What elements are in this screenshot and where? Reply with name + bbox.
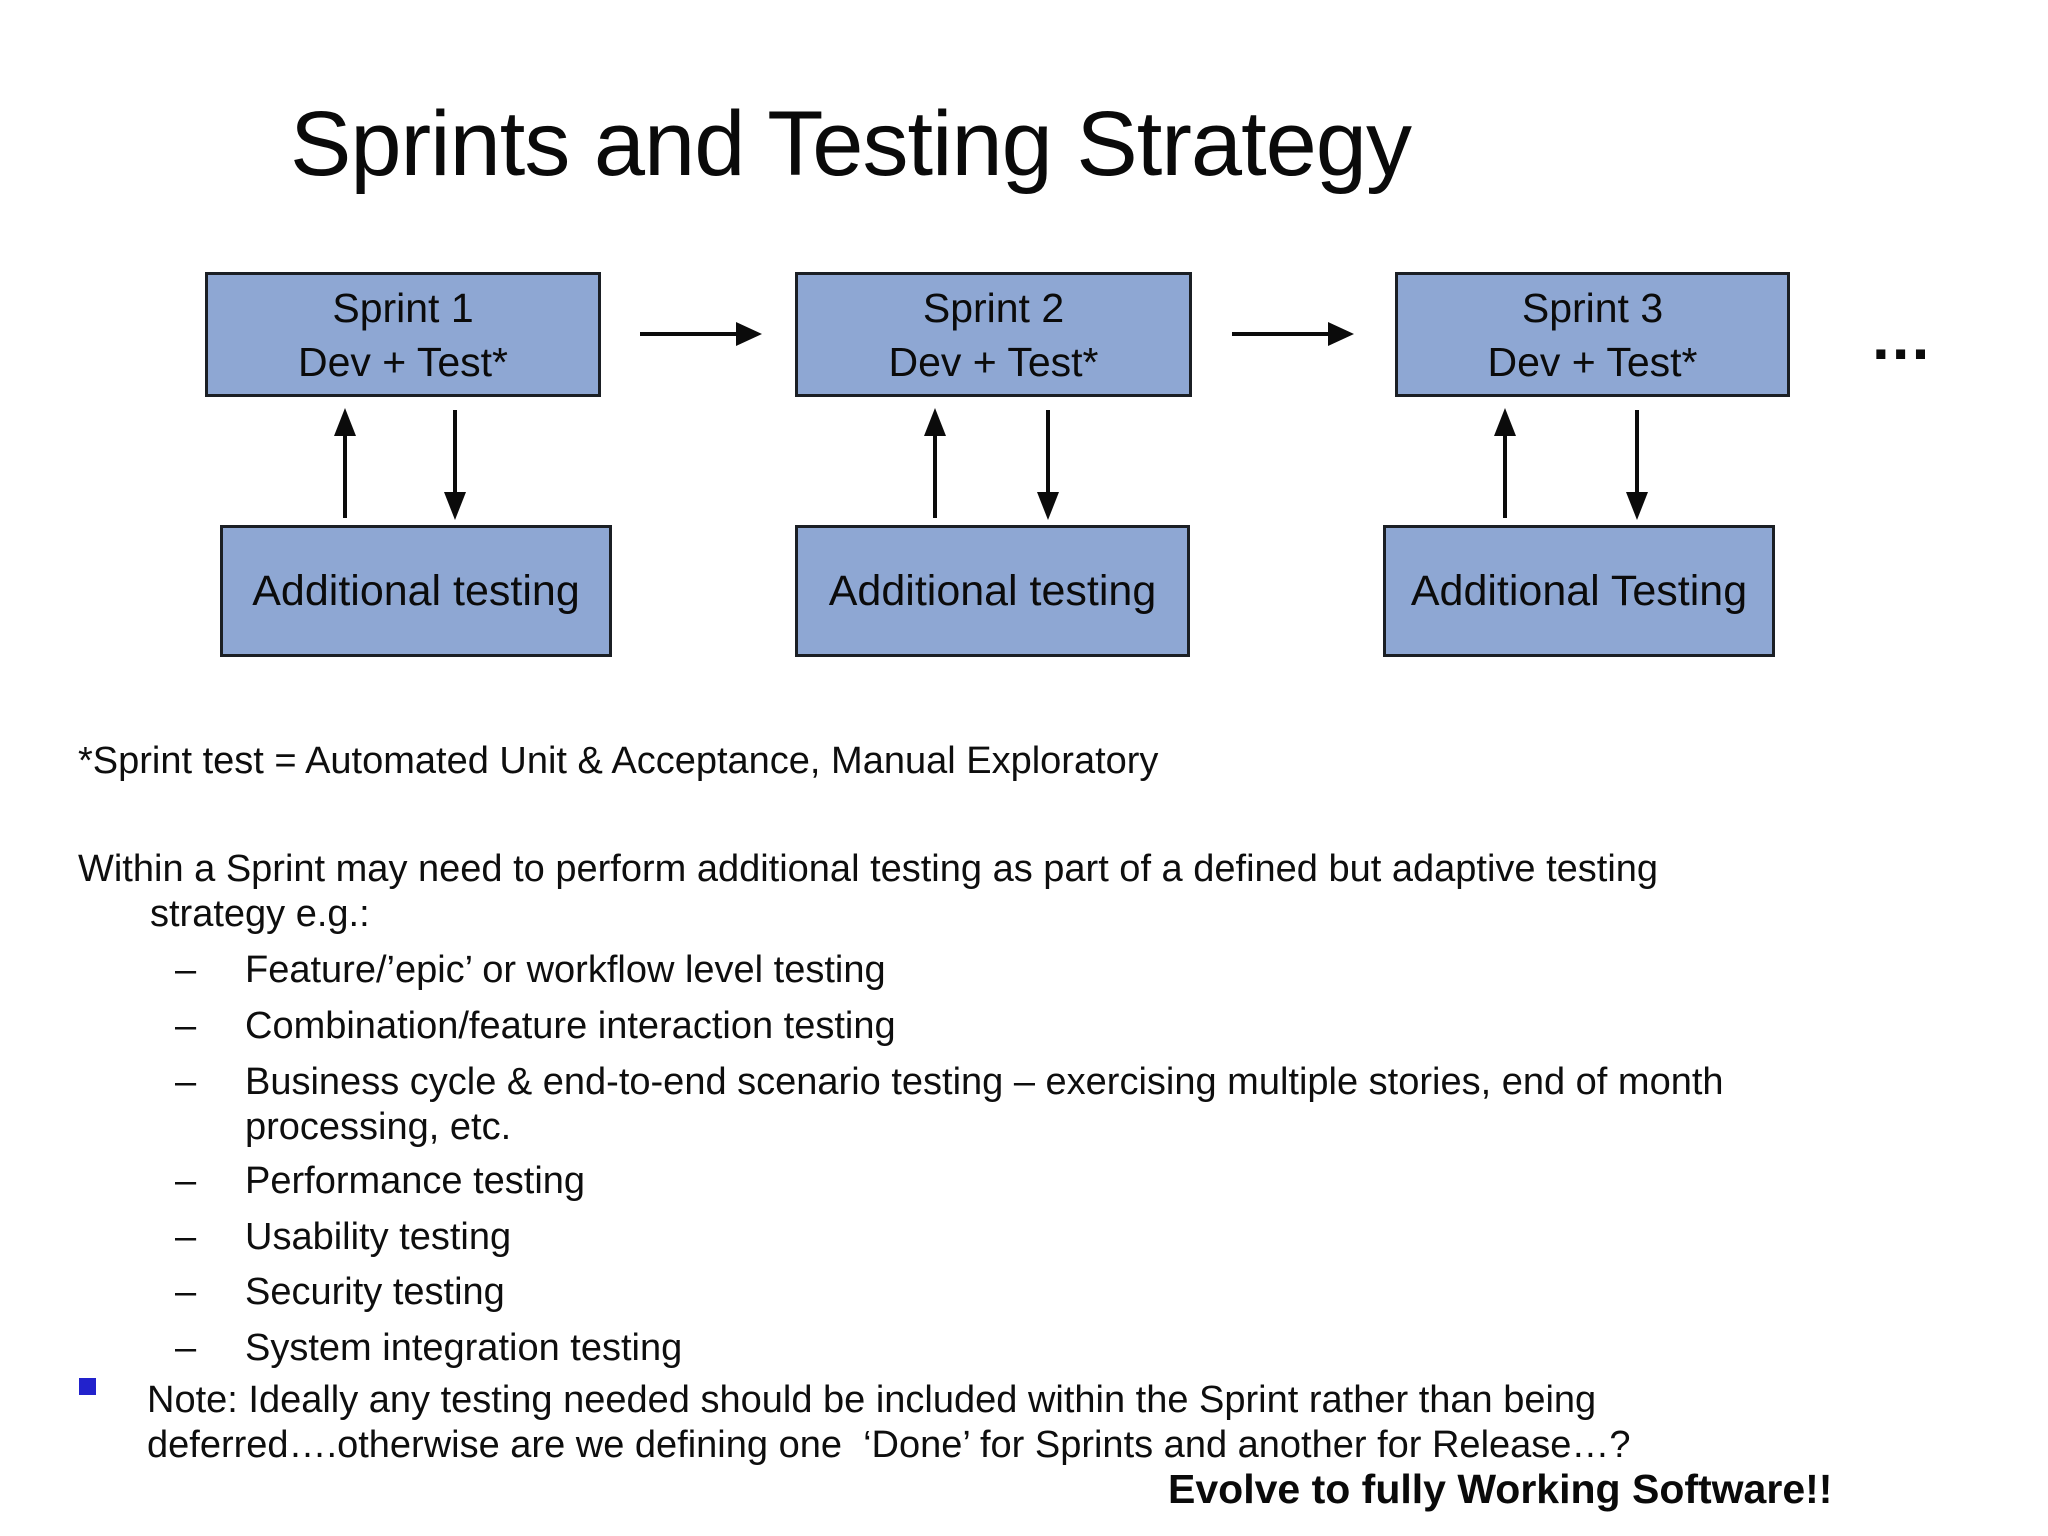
arrow-sprint1-to-sprint2 — [640, 322, 762, 346]
sprint-test-footnote: *Sprint test = Automated Unit & Acceptan… — [78, 740, 1159, 782]
list-item-usability: – Usability testing — [175, 1216, 511, 1259]
list-item-feature-epic: – Feature/’epic’ or workflow level testin… — [175, 949, 886, 992]
sprint-1-subtitle: Dev + Test* — [297, 338, 509, 385]
additional-testing-3-label: Additional Testing — [1410, 567, 1748, 615]
sprint-3-name: Sprint 3 — [1521, 284, 1664, 331]
evolve-statement: Evolve to fully Working Software!! — [1168, 1466, 1833, 1512]
sequence-continues-ellipsis: ... — [1872, 301, 1932, 373]
sprint-1-box: Sprint 1 Dev + Test* — [205, 272, 601, 397]
dash-bullet: – — [175, 949, 197, 991]
intro-paragraph-line2: strategy e.g.: — [150, 893, 370, 935]
dash-bullet: – — [175, 1271, 197, 1313]
dash-bullet: – — [175, 1061, 197, 1103]
list-item-text: System integration testing — [245, 1327, 683, 1369]
dash-bullet: – — [175, 1327, 197, 1369]
list-item-system-integration: – System integration testing — [175, 1327, 682, 1370]
dash-bullet: – — [175, 1005, 197, 1047]
list-item-text: Combination/feature interaction testing — [245, 1005, 896, 1047]
dash-bullet: – — [175, 1216, 197, 1258]
list-item-combination: – Combination/feature interaction testing — [175, 1005, 896, 1048]
sprint-1-name: Sprint 1 — [332, 284, 474, 331]
list-item-text: Security testing — [245, 1271, 505, 1313]
slide-title: Sprints and Testing Strategy — [290, 92, 1412, 195]
sprint-3-box: Sprint 3 Dev + Test* — [1395, 272, 1790, 397]
list-item-business-cycle: – Business cycle & end-to-end scenario te… — [175, 1061, 1724, 1104]
arrow-additional3-to-sprint3-up — [1494, 408, 1516, 518]
sprint-3-subtitle: Dev + Test* — [1487, 338, 1698, 385]
list-item-text: Performance testing — [245, 1160, 586, 1202]
arrow-additional1-to-sprint1-up — [334, 408, 356, 518]
sprint-2-name: Sprint 2 — [922, 284, 1065, 331]
sprint-2-subtitle: Dev + Test* — [888, 338, 1099, 385]
arrow-additional2-to-sprint2-up — [924, 408, 946, 518]
arrow-sprint3-to-additional3-down — [1626, 410, 1648, 520]
dash-bullet: – — [175, 1160, 197, 1202]
note-line2: deferred….otherwise are we defining one … — [147, 1424, 1631, 1466]
sprint-2-box: Sprint 2 Dev + Test* — [795, 272, 1192, 397]
additional-testing-2-box: Additional testing — [795, 525, 1190, 657]
list-item-text: Feature/’epic’ or workflow level testing — [245, 949, 886, 991]
list-item-security: – Security testing — [175, 1271, 505, 1314]
list-item-text: Business cycle & end-to-end scenario tes… — [245, 1061, 1724, 1103]
arrow-sprint2-to-additional2-down — [1037, 410, 1059, 520]
note-line1: Note: Ideally any testing needed should … — [147, 1379, 1597, 1421]
list-item-business-cycle-continuation: processing, etc. — [245, 1106, 512, 1148]
arrow-sprint2-to-sprint3 — [1232, 322, 1354, 346]
list-item-text: Usability testing — [245, 1216, 512, 1258]
note-square-bullet-icon — [79, 1378, 96, 1395]
additional-testing-1-label: Additional testing — [252, 567, 580, 615]
list-item-performance: – Performance testing — [175, 1160, 585, 1203]
additional-testing-2-label: Additional testing — [828, 567, 1157, 615]
additional-testing-1-box: Additional testing — [220, 525, 612, 657]
intro-paragraph-line1: Within a Sprint may need to perform addi… — [78, 848, 1659, 890]
arrow-sprint1-to-additional1-down — [444, 410, 466, 520]
additional-testing-3-box: Additional Testing — [1383, 525, 1775, 657]
